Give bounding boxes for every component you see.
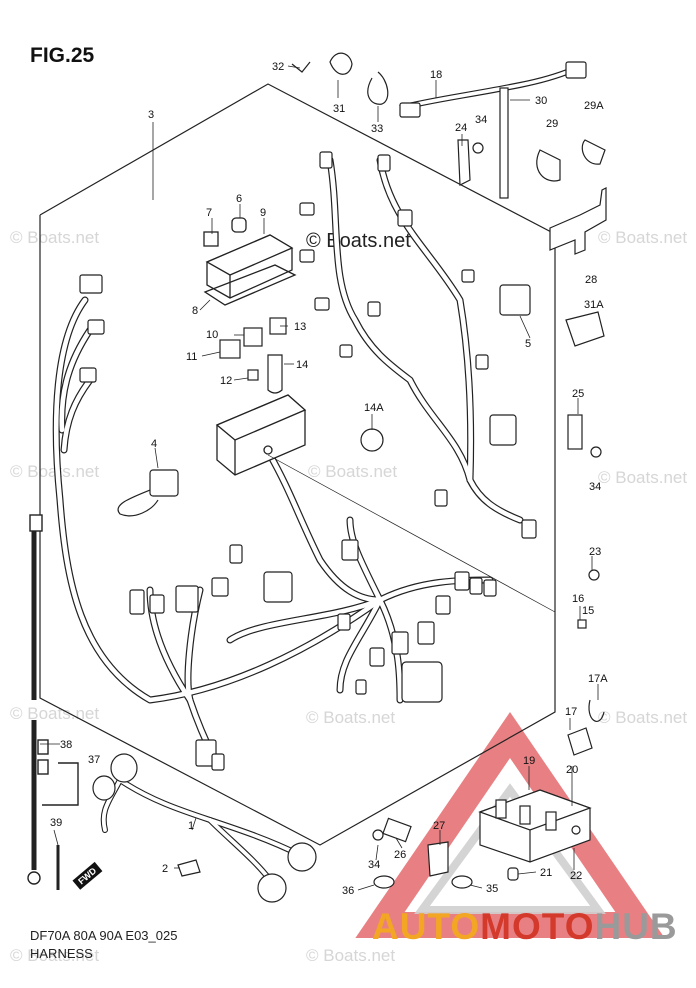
part-label: 9 <box>260 207 266 219</box>
part-label: 39 <box>50 817 62 829</box>
part-label: 12 <box>220 375 232 387</box>
sub-harness-inner <box>101 778 302 882</box>
part-label: 30 <box>535 95 547 107</box>
part-label: 32 <box>272 61 284 73</box>
watermark: © Boats.net <box>10 228 100 247</box>
part-label: 28 <box>585 274 597 286</box>
part-label: 29 <box>546 118 558 130</box>
section-name: HARNESS <box>30 946 93 961</box>
part-label: 31 <box>333 103 345 115</box>
part-label: 22 <box>570 870 582 882</box>
part-label: 1 <box>188 820 194 832</box>
part-label: 27 <box>433 820 445 832</box>
part-label: 38 <box>60 739 72 751</box>
relay-box <box>203 217 297 306</box>
part-label: 20 <box>566 764 578 776</box>
watermark: © Boats.net <box>598 228 688 247</box>
brand-part-moto: MOTO <box>480 906 595 947</box>
brand-part-hub: HUB <box>594 906 678 947</box>
watermark: © Boats.net <box>598 708 688 727</box>
part-label: 14 <box>296 359 308 371</box>
watermark: © Boats.net <box>306 708 396 727</box>
watermark: © Boats.net <box>10 704 100 723</box>
part-label: 11 <box>186 351 197 363</box>
part-label: 10 <box>206 329 218 341</box>
part-label: 8 <box>192 305 198 317</box>
model-line: DF70A 80A 90A E03_025 <box>30 928 178 943</box>
brand-part-auto: AUTO <box>372 906 481 947</box>
figure-title: FIG.25 <box>30 44 95 67</box>
part-label: 17A <box>588 673 608 685</box>
part-label: 16 <box>572 593 584 605</box>
part-label: 33 <box>371 123 383 135</box>
part-label: 31A <box>584 299 604 311</box>
part-labels: 32 31 33 18 30 3 24 34 29 29A 7 6 9 28 8… <box>50 61 608 897</box>
sub-harness-boots <box>92 753 317 903</box>
watermark: © Boats.net <box>306 946 396 965</box>
watermark: © Boats.net <box>308 462 398 481</box>
upper-right-parts <box>291 52 607 756</box>
part-label: 13 <box>294 321 306 333</box>
part-label: 19 <box>523 755 535 767</box>
part-label: 24 <box>455 122 467 134</box>
part-label: 4 <box>151 438 157 450</box>
part-label: 3 <box>148 109 154 121</box>
part-label: 34 <box>368 859 380 871</box>
part-label: 18 <box>430 69 442 81</box>
harness-connectors <box>79 151 537 771</box>
part-label: 37 <box>88 754 100 766</box>
part-label: 17 <box>565 706 577 718</box>
relay-parts <box>117 284 531 517</box>
part-label: 2 <box>162 863 168 875</box>
mounting-bracket-assembly <box>372 789 592 889</box>
junction-box <box>215 394 307 476</box>
part-label: 21 <box>540 867 552 879</box>
part-label: 6 <box>236 193 242 205</box>
part-label: 34 <box>475 114 487 126</box>
brand-logo-text: AUTOMOTOHUB <box>372 906 678 948</box>
part-label: 5 <box>525 338 531 350</box>
part-label: 25 <box>572 388 584 400</box>
part-label: 26 <box>394 849 406 861</box>
part-label: 7 <box>206 207 212 219</box>
watermark: © Boats.net <box>10 946 100 965</box>
sub-harness <box>100 777 303 883</box>
left-cables <box>27 514 79 890</box>
main-harness-inner <box>53 157 523 763</box>
leader-lines <box>40 65 599 891</box>
part-label: 15 <box>582 605 594 617</box>
part-label: 34 <box>589 481 601 493</box>
part-label: 14A <box>364 402 384 414</box>
frame-outline <box>39 83 556 846</box>
watermark: © Boats.net <box>598 468 688 487</box>
part-label: 23 <box>589 546 601 558</box>
part-label: 36 <box>342 885 354 897</box>
part-label: 35 <box>486 883 498 895</box>
part-label: 29A <box>584 100 604 112</box>
watermark-center: © Boats.net <box>306 230 411 252</box>
